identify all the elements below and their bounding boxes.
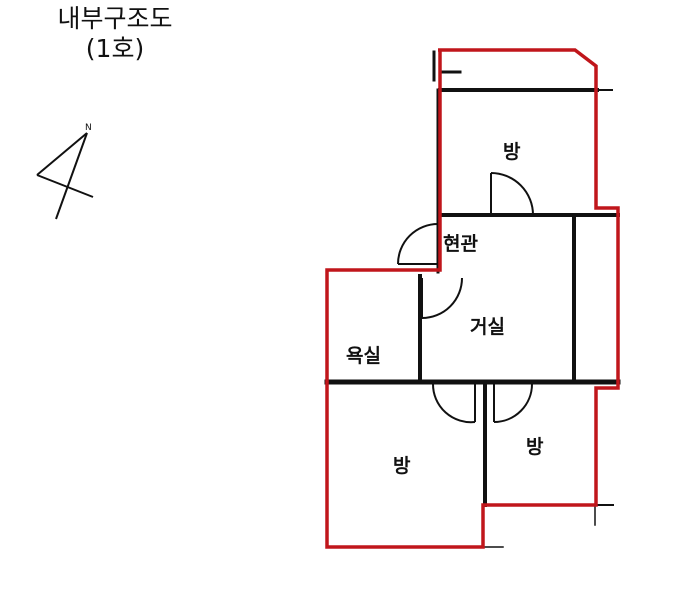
doors <box>397 172 534 424</box>
room-label-top: 방 <box>503 141 521 163</box>
title-line-2: (1호) <box>85 34 145 63</box>
unit-outline <box>325 48 620 549</box>
title-line-1: 내부구조도 <box>57 4 173 33</box>
door-entrance <box>397 223 439 265</box>
door-top-room <box>490 172 534 216</box>
door-bottom-right-room <box>493 383 533 423</box>
north-arrow-icon <box>36 132 94 220</box>
diagram-title: 내부구조도 (1호) <box>40 4 190 64</box>
room-label-bathroom: 욕실 <box>346 345 381 367</box>
door-bathroom <box>421 277 463 319</box>
north-label: N <box>85 123 92 133</box>
room-label-bottom-left: 방 <box>393 455 411 477</box>
room-label-entrance: 현관 <box>443 233 478 255</box>
room-label-living: 거실 <box>470 316 505 338</box>
walls <box>324 50 621 548</box>
door-bottom-left-room <box>431 383 476 424</box>
room-label-bottom-right: 방 <box>526 436 544 458</box>
